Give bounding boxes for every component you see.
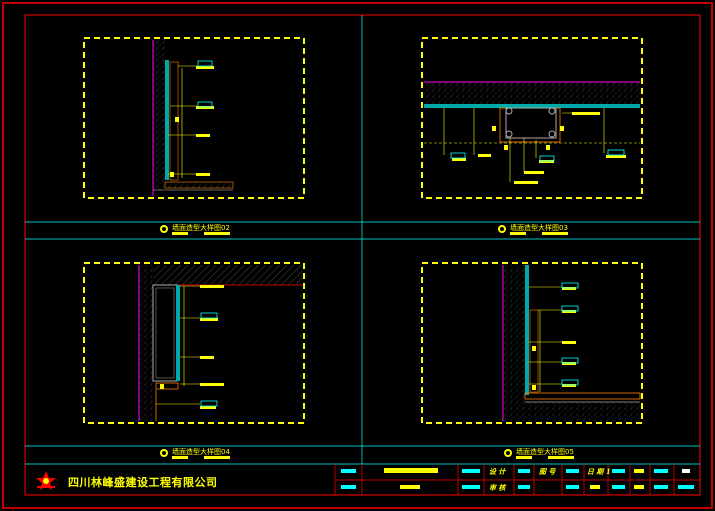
- title-block-values: [384, 468, 644, 489]
- detail-title-markers: [160, 225, 574, 459]
- detail-03-title: 墙面造型大样图03: [510, 224, 568, 232]
- title-block-label-design: 设 计: [489, 467, 506, 476]
- detail-04-drawing: [83, 262, 305, 424]
- company-logo-icon: [36, 471, 56, 490]
- inner-border: [24, 14, 701, 496]
- detail-02-drawing: [83, 37, 305, 199]
- title-block-mark: [682, 469, 690, 473]
- title-block-grid: [334, 464, 700, 495]
- sheet-grid: [25, 15, 700, 465]
- detail-04-title: 墙面造型大样图04: [172, 448, 230, 456]
- title-block-tags: [341, 469, 694, 489]
- detail-05-title: 墙面造型大样图05: [516, 448, 574, 456]
- detail-02-title: 墙面造型大样图02: [172, 224, 230, 232]
- detail-03-drawing: [421, 37, 643, 199]
- title-block-label-drawing-no: 图 号: [539, 467, 556, 476]
- title-block-label-review: 审 核: [489, 483, 506, 492]
- company-name: 四川林峰盛建设工程有限公司: [68, 476, 218, 489]
- title-block-label-date: 日 期 1: [587, 467, 611, 476]
- detail-05-drawing: [421, 262, 643, 424]
